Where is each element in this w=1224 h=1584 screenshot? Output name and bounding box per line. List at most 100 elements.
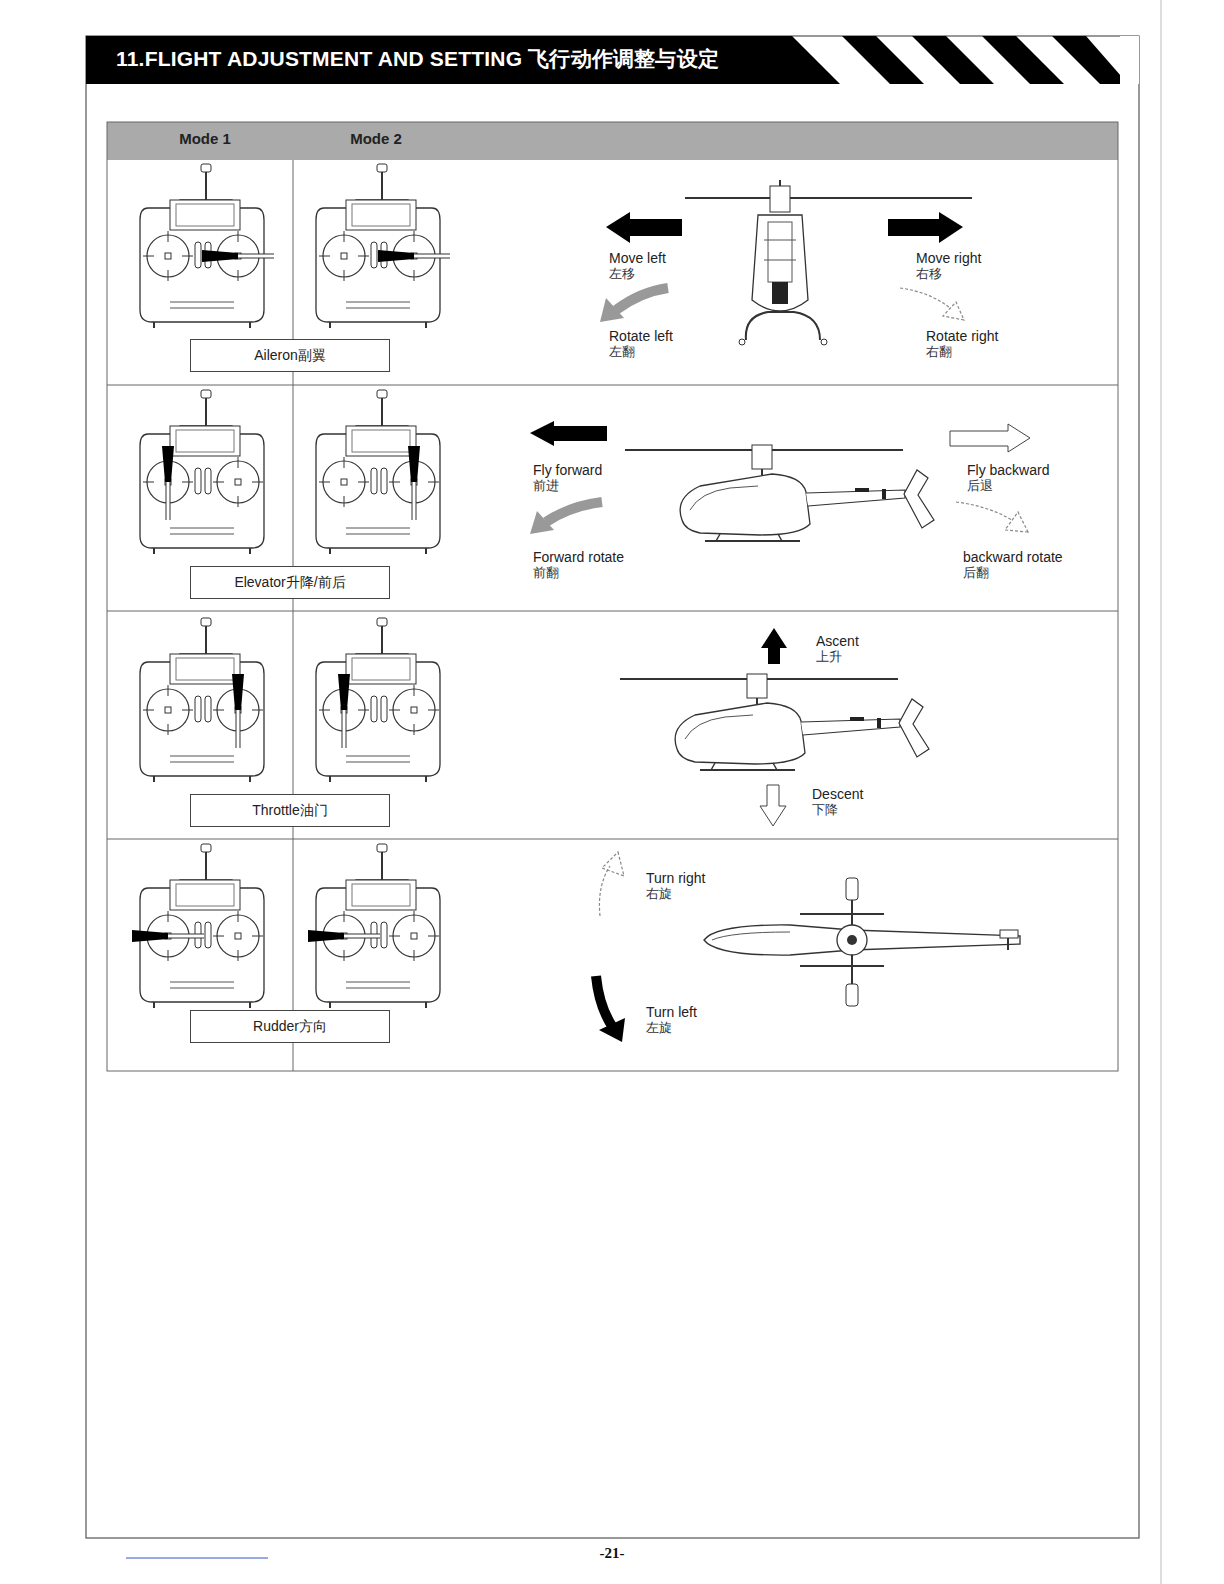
trim-mark [344, 950, 345, 961]
canopy-line [685, 715, 753, 739]
transmitter [140, 390, 264, 554]
stick-shaft [168, 934, 204, 939]
transmitter-foot [425, 548, 427, 554]
antenna-tip [201, 618, 211, 626]
transmitter-body [140, 654, 264, 776]
antenna [381, 394, 383, 426]
blade-tip [846, 878, 858, 900]
stick-handle [308, 930, 344, 942]
link-underline [126, 1558, 268, 1559]
trim-mark [238, 911, 239, 922]
handle-slot [346, 528, 410, 529]
switch-slot [371, 242, 377, 268]
handle-slot [346, 534, 410, 535]
transmitter-foot [249, 776, 251, 782]
antenna-tip [201, 164, 211, 172]
screen-window [352, 884, 410, 906]
header-band [86, 36, 840, 84]
skid-end [821, 339, 827, 345]
motion-label: 右翻 [926, 344, 952, 360]
descent-arrow [760, 785, 786, 826]
landing-skid [800, 913, 884, 915]
screen-window [176, 884, 234, 906]
stick-shaft-fill [168, 935, 204, 938]
tail-boom [801, 719, 900, 735]
transmitter-foot [249, 1002, 251, 1008]
gimbal-center [235, 933, 241, 939]
ascent-arrow [761, 628, 787, 664]
stick-handle [132, 930, 168, 942]
motion-label: Forward rotate [533, 549, 624, 565]
turn-right-arrow [599, 866, 610, 916]
handle-slot [170, 762, 234, 763]
transmitter-screen [346, 880, 416, 910]
fuselage [752, 215, 808, 311]
motion-label: Turn right [646, 870, 705, 886]
trim-mark [389, 710, 400, 711]
control-name: Aileron副翼 [254, 347, 326, 365]
trim-mark [168, 685, 169, 696]
header-stripe [982, 36, 1064, 84]
control-name: Rudder方向 [253, 1018, 327, 1036]
trim-mark [344, 270, 345, 281]
control-label-box: Throttle油门 [190, 794, 390, 827]
trim-mark [168, 724, 169, 735]
frame-detail [764, 240, 796, 241]
transmitter-body [140, 426, 264, 548]
screen-window [176, 204, 234, 226]
motion-label: 左旋 [646, 1020, 672, 1036]
stick-shaft [344, 934, 380, 939]
motion-label: 上升 [816, 649, 842, 665]
transmitter-screen [346, 654, 416, 684]
antenna [205, 622, 207, 654]
motion-label: Move right [916, 250, 981, 266]
motion-label: 右旋 [646, 886, 672, 902]
gimbal-center [411, 933, 417, 939]
blade-tip [846, 984, 858, 1006]
transmitter-foot [153, 776, 155, 782]
trim-mark [414, 685, 415, 696]
row-divider [107, 385, 1118, 386]
fly-forward-arrow [530, 421, 607, 446]
skid-strut [711, 763, 715, 770]
transmitter-foot [153, 1002, 155, 1008]
backward-rotate-arrow [956, 502, 1012, 520]
tail-gearbox [1000, 930, 1018, 938]
transmitter [132, 844, 264, 1008]
transmitter-body [316, 426, 440, 548]
turn-left-arrowhead [599, 1018, 625, 1042]
move-left-arrow [606, 212, 682, 243]
canopy [675, 703, 805, 764]
header-stripe [1052, 36, 1128, 84]
section-title: 11.FLIGHT ADJUSTMENT AND SETTING 飞行动作调整与… [116, 46, 719, 72]
trim-mark [389, 936, 400, 937]
rotor-hub [837, 925, 867, 955]
motion-label: Fly forward [533, 462, 602, 478]
canopy-line [712, 932, 790, 940]
fuselage [704, 925, 1020, 955]
handle-slot [346, 988, 410, 989]
handle-slot [170, 302, 234, 303]
motion-label: 前进 [533, 478, 559, 494]
rotate-left-arrowhead [600, 298, 624, 322]
motion-label: Fly backward [967, 462, 1049, 478]
stick-handle [408, 446, 420, 482]
trim-mark [182, 710, 193, 711]
trim-mark [344, 457, 345, 468]
transmitter-body [140, 200, 264, 322]
trim-mark [213, 710, 224, 711]
row-divider [107, 611, 1118, 612]
stick-handle [162, 446, 174, 482]
transmitter [316, 618, 440, 782]
skid-strut [778, 534, 782, 541]
battery [772, 282, 788, 304]
trim-mark [213, 482, 224, 483]
transmitter-body [316, 654, 440, 776]
transmitter-body [140, 880, 264, 1002]
motion-label: Move left [609, 250, 666, 266]
gimbal-center [411, 707, 417, 713]
transmitter-body [316, 880, 440, 1002]
skid-strut [716, 534, 720, 541]
